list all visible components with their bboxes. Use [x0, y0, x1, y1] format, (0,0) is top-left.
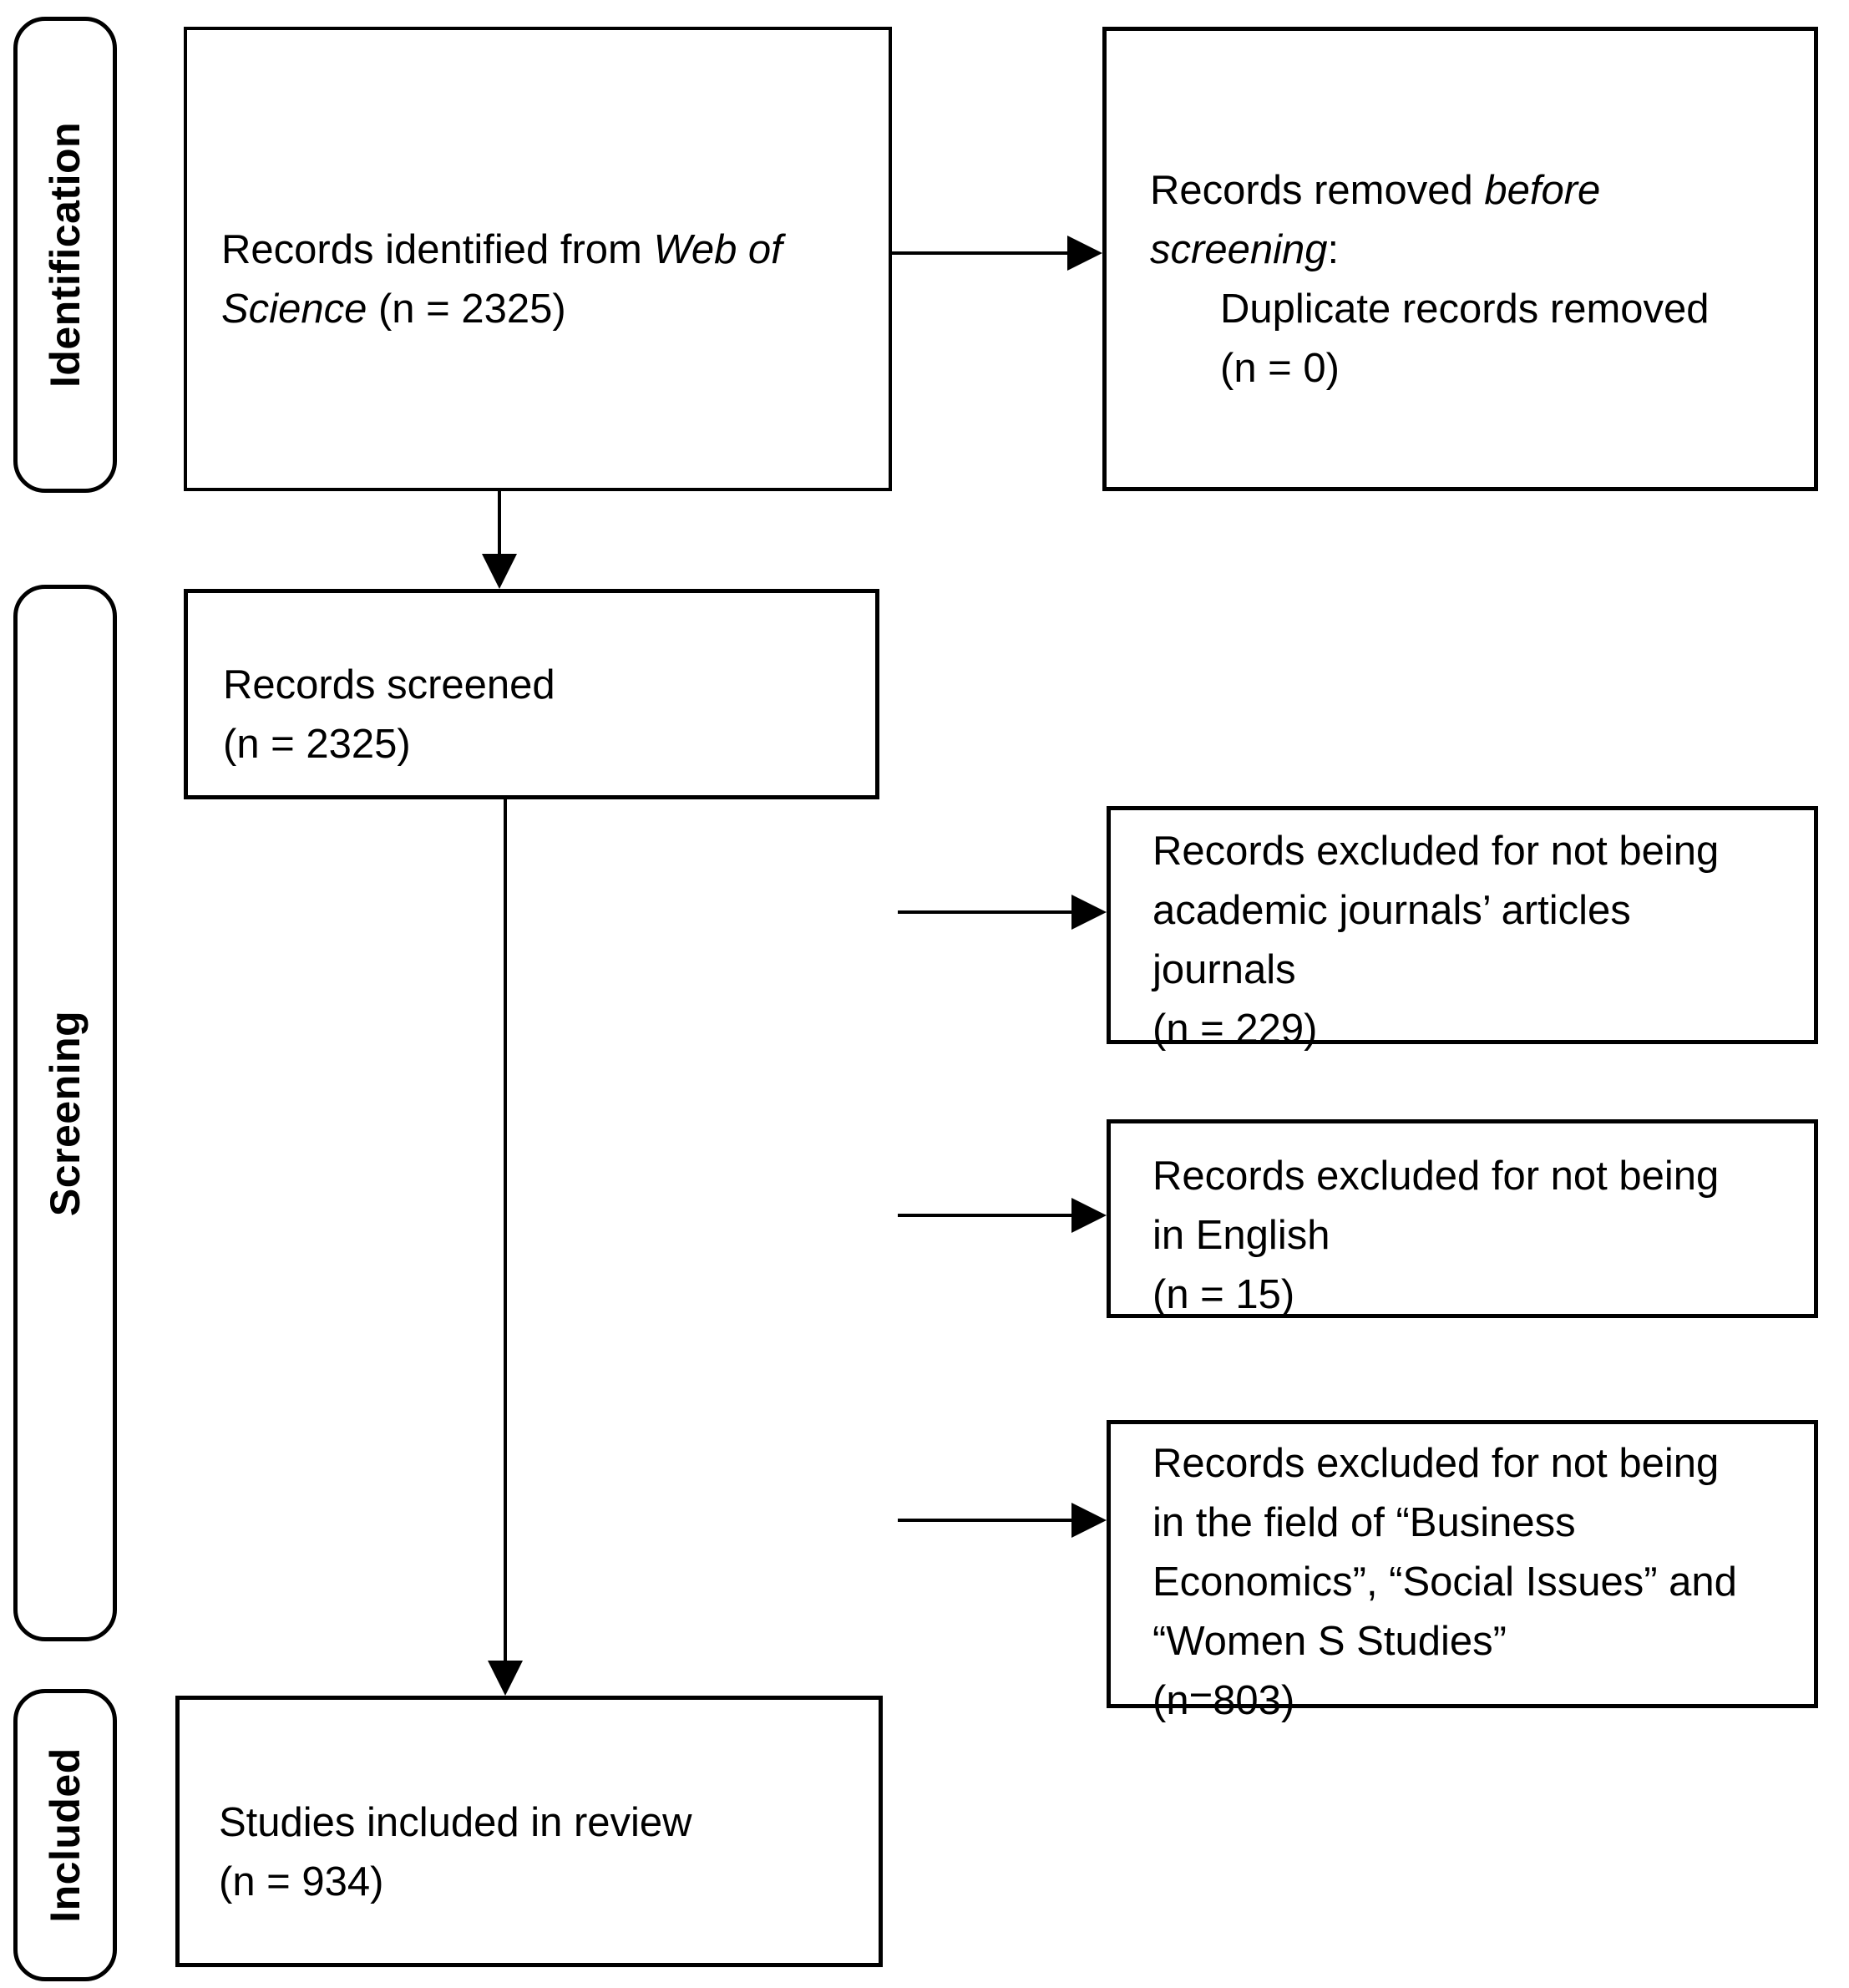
stage-label-included: Included [42, 1747, 89, 1923]
stage-rail-included: Included [13, 1689, 117, 1981]
stage-rail-identification: Identification [13, 17, 117, 493]
box-studies-included-text: Studies included in review(n = 934) [219, 1799, 692, 1904]
box-studies-included-in-review: Studies included in review(n = 934) [175, 1696, 883, 1967]
arrow-down-icon [488, 1661, 523, 1696]
line-screened-to-included [504, 799, 507, 1664]
stage-rail-screening: Screening [13, 585, 117, 1641]
stage-label-screening: Screening [42, 1010, 89, 1216]
stage-label-identification: Identification [42, 121, 89, 388]
arrow-right-icon [1071, 1503, 1107, 1538]
box-records-screened: Records screened(n = 2325) [184, 589, 879, 799]
arrow-right-icon [1067, 236, 1102, 271]
arrow-identified-to-screened-line [498, 491, 501, 556]
arrow-to-excluded-field-line [898, 1519, 1073, 1522]
box-records-screened-text: Records screened(n = 2325) [223, 662, 555, 767]
arrow-identified-to-removed-line [892, 251, 1069, 255]
arrow-right-icon [1071, 895, 1107, 930]
arrow-right-icon [1071, 1198, 1107, 1233]
arrow-down-icon [482, 554, 517, 589]
arrow-to-excluded-journals-line [898, 910, 1073, 914]
arrow-to-excluded-english-line [898, 1214, 1073, 1217]
